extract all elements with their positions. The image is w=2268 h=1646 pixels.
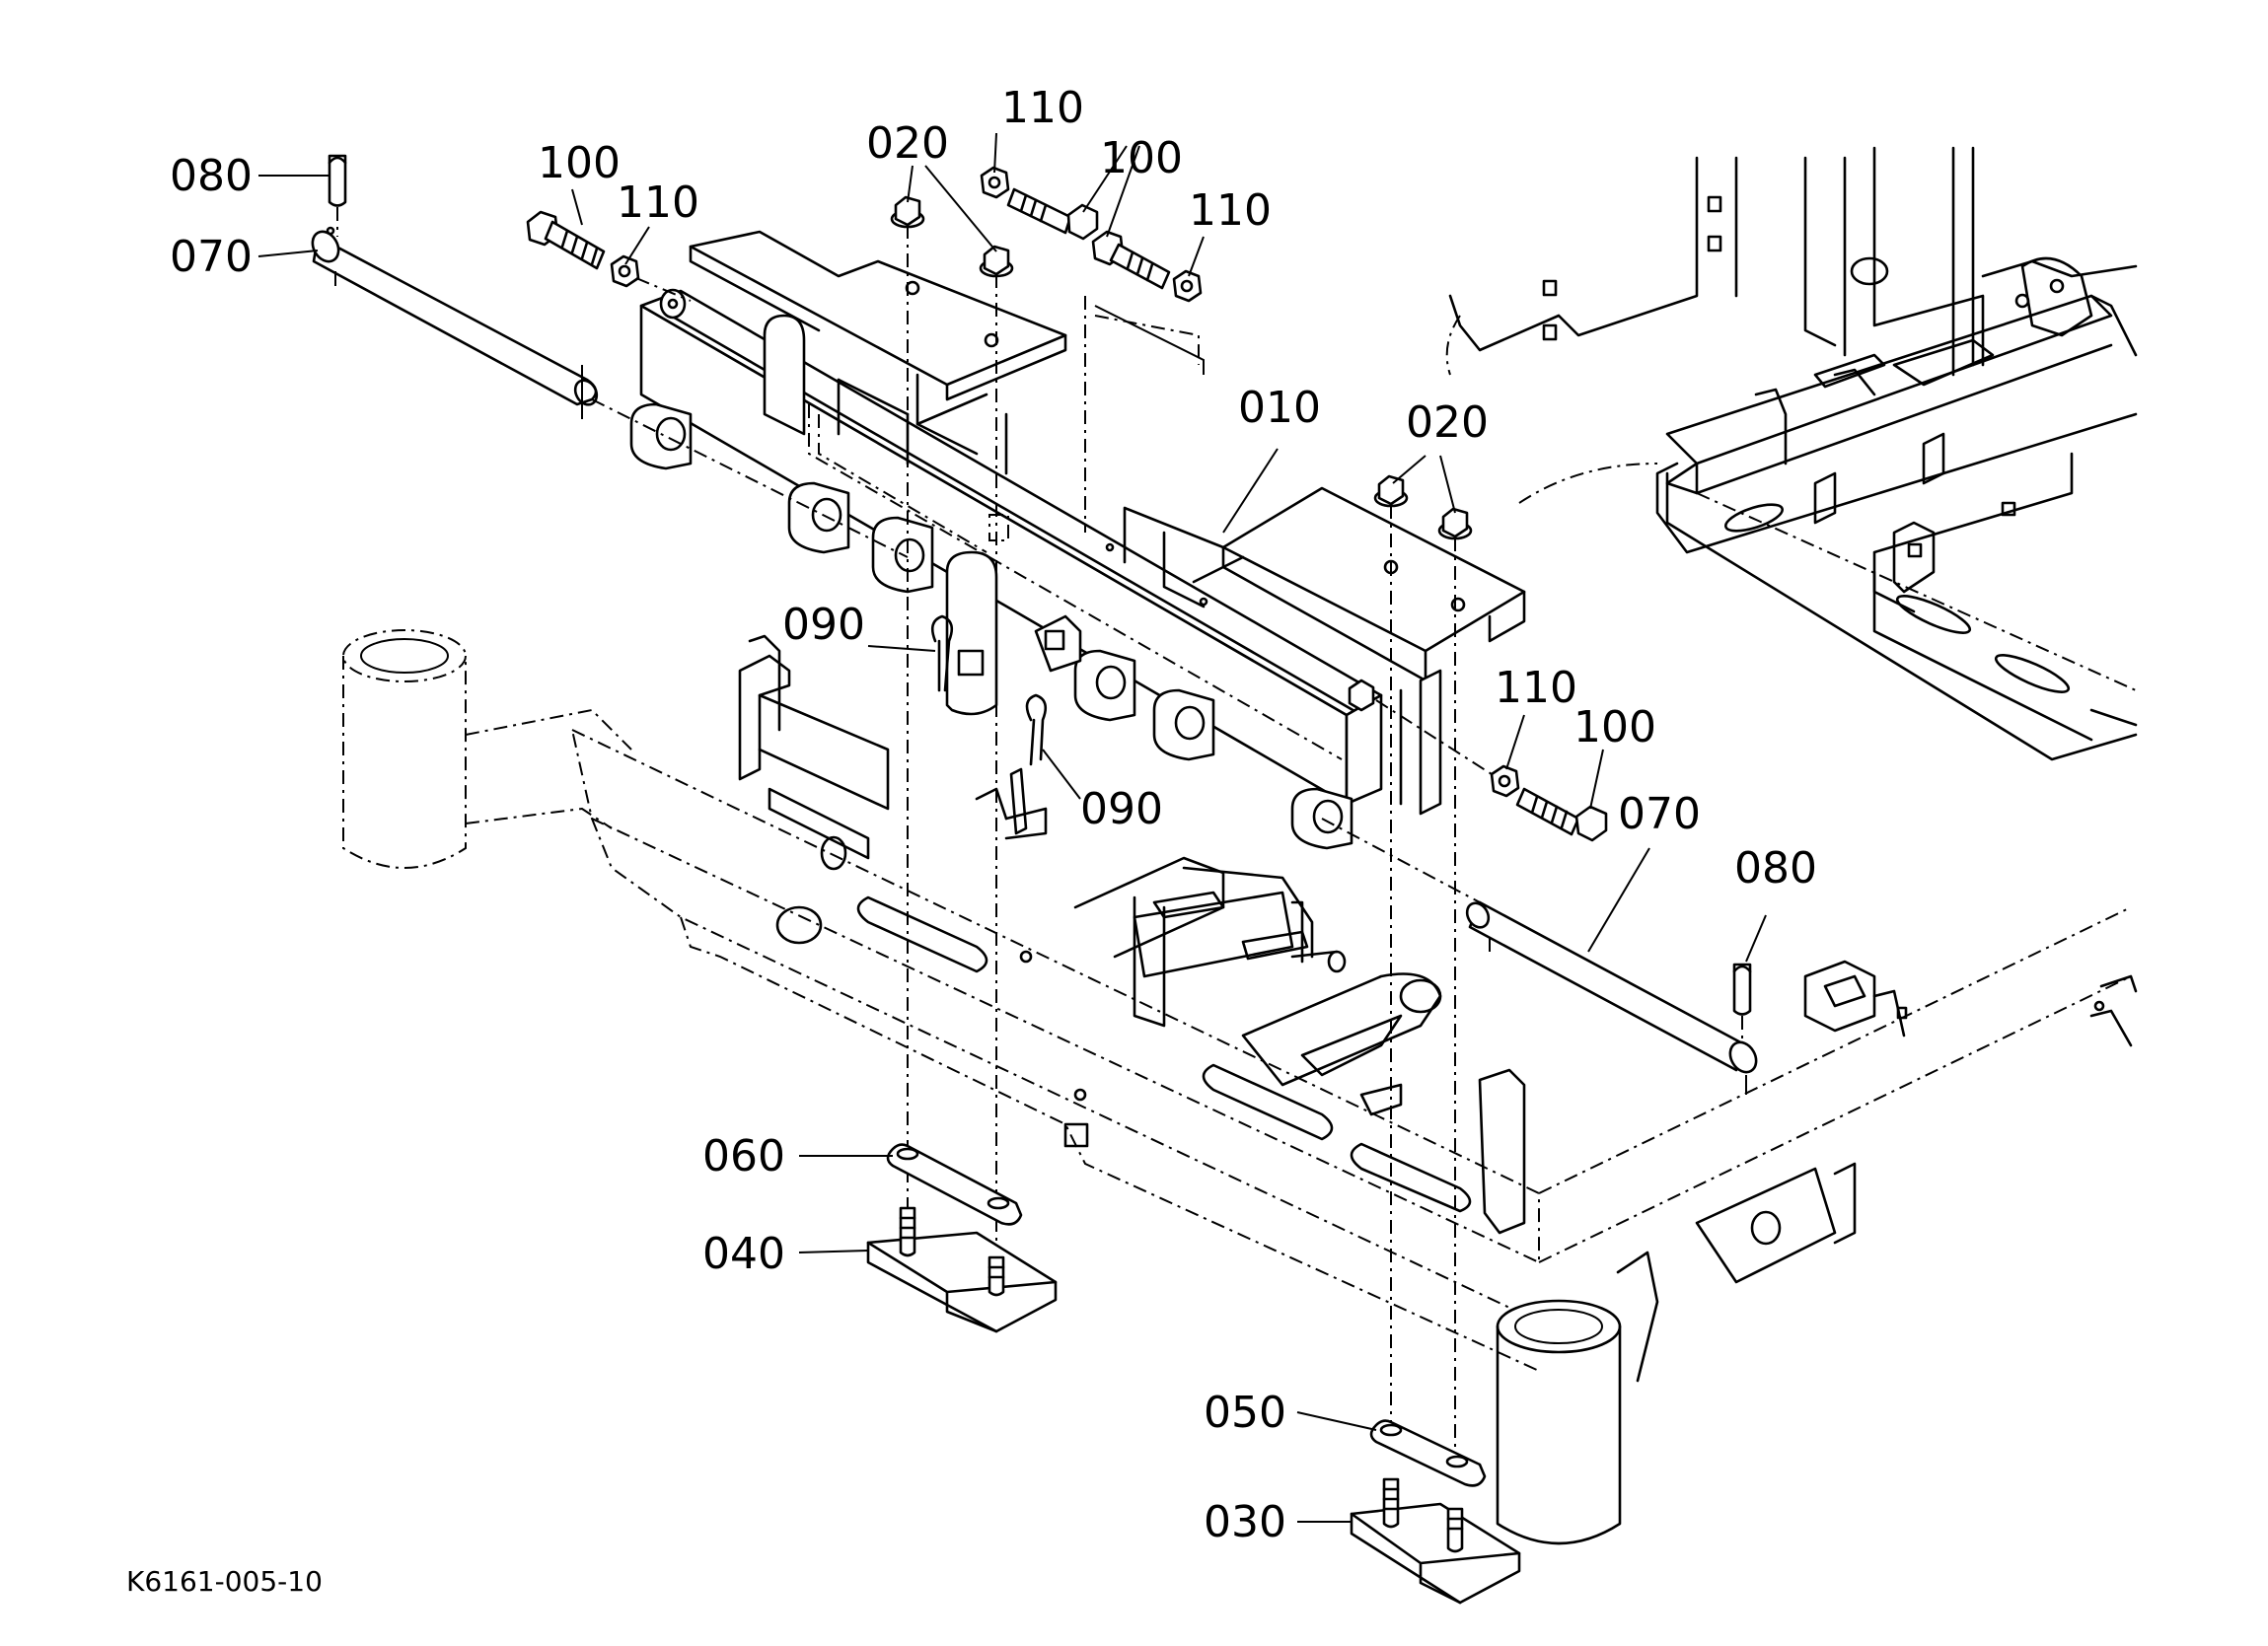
- callout-110-low: 110: [1495, 663, 1577, 713]
- callout-060: 060: [702, 1131, 785, 1181]
- background-frame: [342, 629, 2132, 1545]
- bolt-axis-top: [1094, 305, 1205, 375]
- center-brackets: [738, 634, 1526, 1235]
- callout-090-left: 090: [782, 600, 865, 650]
- callout-040: 040: [702, 1229, 785, 1279]
- nut-110-top: [980, 166, 1010, 199]
- callout-030: 030: [1204, 1497, 1286, 1547]
- plate-050: [1369, 1419, 1487, 1487]
- bolt-100-left: [526, 210, 606, 270]
- nut-110-left: [610, 254, 640, 288]
- callout-110-top: 110: [1001, 83, 1084, 133]
- plate-060: [886, 1143, 1023, 1226]
- pin-080-top: [328, 154, 347, 237]
- clip-pin-090-left: [930, 614, 954, 692]
- callout-020-right: 020: [1406, 397, 1489, 448]
- pin-080-low: [1732, 963, 1752, 1040]
- pin-axis-right: [1321, 818, 1481, 903]
- clip-pin-090-right: [1025, 693, 1048, 766]
- block-040: [866, 1206, 1058, 1333]
- callout-010: 010: [1238, 383, 1321, 433]
- callout-100-left: 100: [538, 138, 621, 188]
- pin-070-low: [1465, 900, 1758, 1095]
- bolt-100-top-left: [1006, 187, 1099, 241]
- callout-100-top: 100: [1100, 133, 1183, 183]
- pin-axis-left: [591, 398, 909, 558]
- nut-110-right: [1172, 269, 1203, 303]
- drawing-id: K6161-005-10: [126, 1565, 323, 1598]
- bolt-100-low: [1515, 787, 1608, 842]
- bolt-axis-left: [635, 277, 692, 302]
- callout-050: 050: [1204, 1388, 1286, 1438]
- callout-080-low: 080: [1734, 843, 1817, 894]
- bolt-axis-low: [1375, 699, 1493, 775]
- callout-020-top: 020: [866, 118, 949, 169]
- main-beam: [629, 230, 1526, 850]
- callout-080-top: 080: [170, 151, 253, 201]
- pin-070-top: [311, 226, 599, 419]
- callout-090-right: 090: [1080, 784, 1163, 834]
- callout-070-top: 070: [170, 232, 253, 282]
- callout-100-low: 100: [1573, 702, 1656, 752]
- right-machinery: [1445, 146, 2138, 1047]
- bolt-100-top-right: [1091, 230, 1171, 290]
- nut-110-low: [1490, 764, 1520, 798]
- callout-110-left: 110: [617, 178, 699, 228]
- callout-070-low: 070: [1618, 789, 1701, 839]
- callout-labels: 080 070 100 110 020 110 100 110 010 020 …: [170, 83, 1817, 1547]
- flange-nuts-020-top: [890, 195, 1014, 278]
- block-030: [1350, 1477, 1521, 1605]
- callout-110-right: 110: [1189, 185, 1272, 236]
- leader-lines: [257, 132, 1767, 1523]
